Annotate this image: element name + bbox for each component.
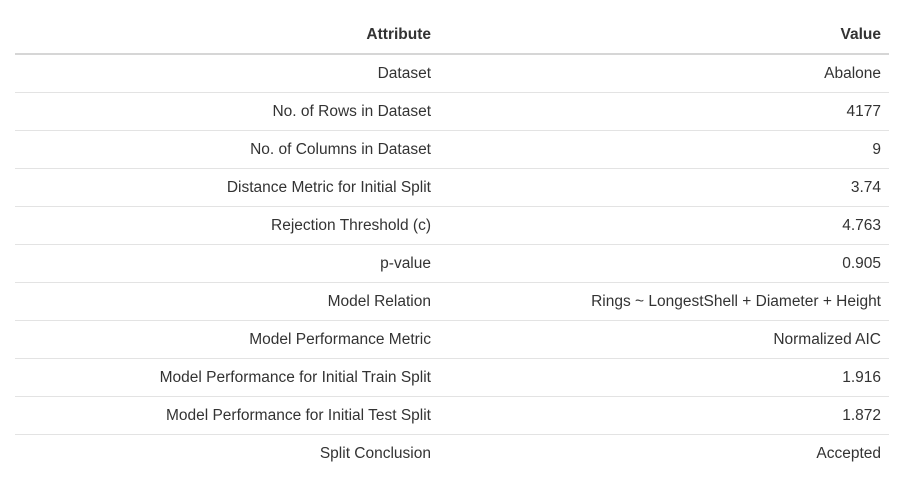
attribute-cell: No. of Columns in Dataset [15,130,439,169]
value-cell: 4177 [439,92,889,131]
table-header-row: Attribute Value [15,17,889,55]
value-cell: 9 [439,130,889,169]
value-cell: Accepted [816,444,881,462]
value-cell: 3.74 [439,168,889,207]
value-cell: Normalized AIC [439,320,889,359]
value-cell: 4.763 [439,206,889,245]
attribute-cell: Dataset [15,54,439,93]
table-row: Split Conclusion Accepted [15,435,889,473]
value-cell: Abalone [439,54,889,93]
value-cell: Rings ~ LongestShell + Diameter + Height [439,282,889,321]
attribute-cell: Model Performance for Initial Train Spli… [15,358,439,397]
value-cell: 1.916 [439,358,889,397]
value-cell: 0.905 [439,244,889,283]
attribute-cell: Model Performance Metric [15,320,439,359]
column-header-value: Value [439,17,889,55]
attribute-cell: Distance Metric for Initial Split [15,168,439,207]
attribute-cell: Rejection Threshold (c) [15,206,439,245]
attribute-cell: No. of Rows in Dataset [15,92,439,131]
value-cell: 1.872 [439,396,889,435]
table-row: Model Performance for Initial Train Spli… [15,358,889,397]
table-row: Model Performance for Initial Test Split… [15,396,889,435]
column-header-attribute: Attribute [15,17,439,55]
attribute-cell: Split Conclusion [319,444,431,462]
table-row: Rejection Threshold (c)4.763 [15,206,889,245]
attribute-cell: Model Relation [15,282,439,321]
attribute-cell: Model Performance for Initial Test Split [15,396,439,435]
attribute-cell: p-value [15,244,439,283]
